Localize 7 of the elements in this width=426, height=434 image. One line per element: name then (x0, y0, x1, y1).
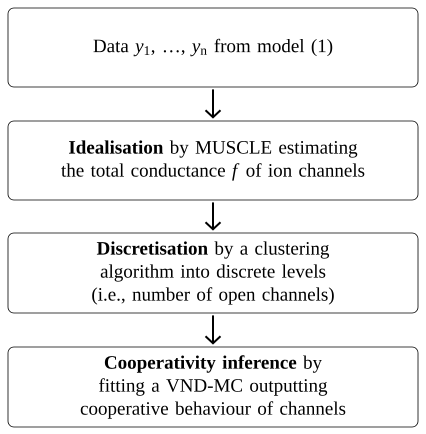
process-box: Discretisation by a clustering algorithm into discrete levels (i.e., number of open channels) (8, 232, 418, 314)
process-box: Idealisation by MUSCLE estimating the total conductance f of ion channels (8, 120, 418, 200)
arrow (204, 202, 222, 231)
process-box: Cooperativity inference by fitting a VND-MC outputting cooperative behaviour of channels (8, 346, 418, 428)
arrow (204, 89, 222, 119)
process-box: Data y$_{1}$, …, y$_{n}$ from model (1) (8, 8, 418, 88)
arrow (204, 315, 222, 345)
